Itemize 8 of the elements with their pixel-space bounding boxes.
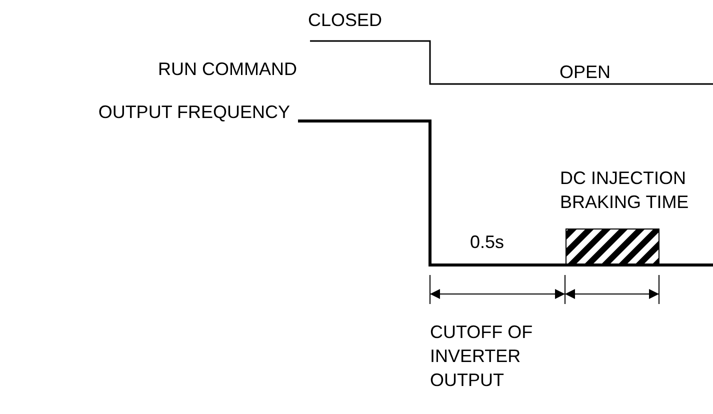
state-label: OPEN (558, 61, 612, 84)
time-value: 0.5s (470, 231, 506, 254)
signal-label: RUN COMMAND (157, 58, 297, 81)
hatched-braking-block (566, 228, 660, 266)
signal-label: OUTPUT FREQUENCY (97, 101, 290, 124)
note-label: CUTOFF OF INVERTER OUTPUT (430, 321, 534, 392)
state-label: CLOSED (308, 9, 384, 32)
time-label: DC INJECTION BRAKING TIME (560, 167, 690, 214)
